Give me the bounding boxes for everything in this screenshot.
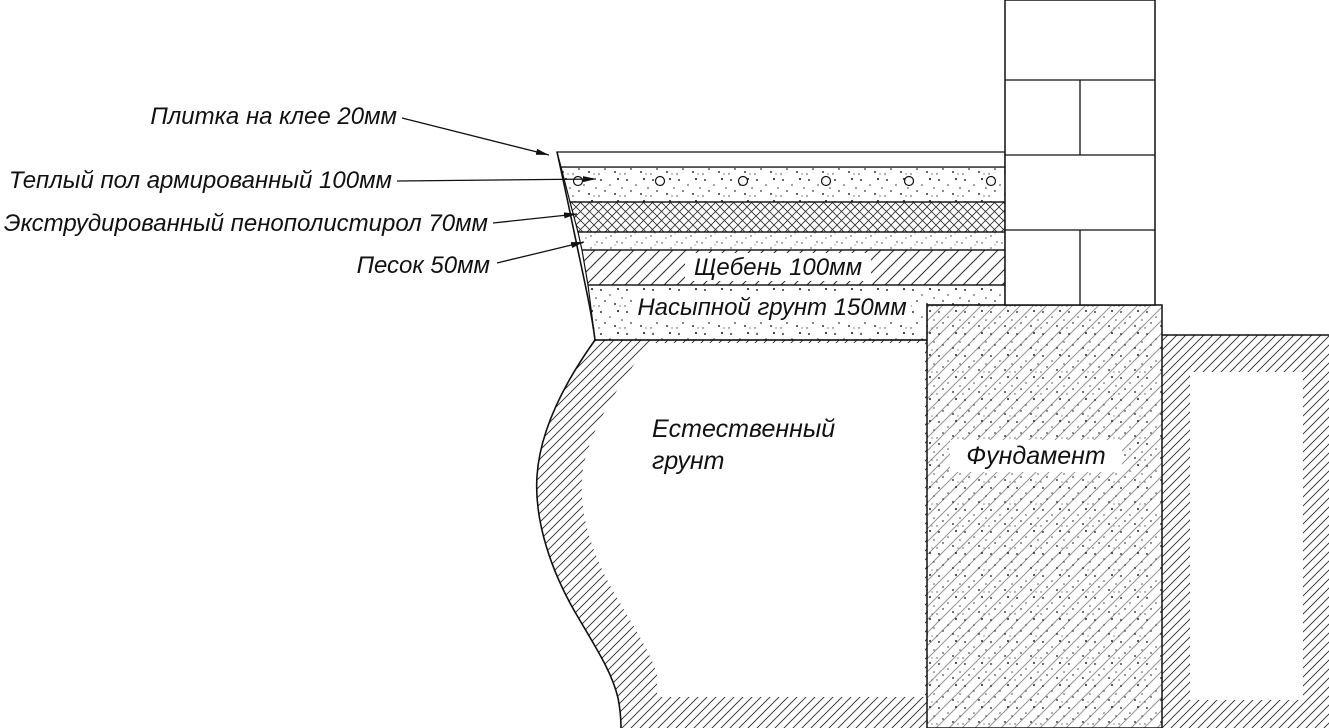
- foundation-label: Фундамент: [966, 442, 1105, 470]
- sand-callout-label: Песок 50мм: [357, 252, 490, 279]
- ground-right-interior: [1190, 372, 1303, 700]
- wall-brick: [1004, 0, 1156, 306]
- heated-floor-leader-line: [396, 176, 597, 183]
- ground-right: [1162, 334, 1329, 728]
- foundation-label-halo: [950, 440, 1122, 472]
- ground-outlines: [535, 151, 927, 728]
- foundation: Фундамент: [926, 304, 1163, 728]
- gravel-label-halo: [685, 253, 871, 281]
- sand-leader-line: [496, 241, 585, 264]
- fill-soil-label-halo: [633, 293, 911, 321]
- layer-sand: [577, 231, 1006, 251]
- natural-soil-label-line2: грунт: [652, 447, 725, 475]
- tile-leader-line: [401, 117, 550, 156]
- xps-leader-line: [492, 212, 578, 224]
- xps-callout-label: Экструдированный пенополистирол 70мм: [4, 210, 488, 237]
- layer-tile: [556, 151, 1006, 168]
- foundation-hatch: [927, 305, 1162, 728]
- heated-floor-callout-label: Теплый пол армированный 100мм: [9, 167, 392, 194]
- tile-callout-label: Плитка на клее 20мм: [150, 103, 397, 130]
- gravel-label: Щебень 100мм: [694, 254, 862, 281]
- layer-stack: Насыпной грунт 150мм Щебень 100мм: [556, 151, 1006, 341]
- ground-left-interior: [581, 343, 925, 697]
- ground-left: Естественный грунт: [536, 340, 927, 728]
- layer-heated-floor: [560, 166, 1006, 203]
- break-line-wavy: [535, 151, 622, 728]
- layer-xps: [569, 201, 1006, 233]
- callouts: Плитка на клее 20мм Теплый пол армирован…: [4, 103, 597, 279]
- fill-soil-label: Насыпной грунт 150мм: [637, 294, 906, 321]
- natural-soil-label-line1: Естественный: [652, 415, 835, 443]
